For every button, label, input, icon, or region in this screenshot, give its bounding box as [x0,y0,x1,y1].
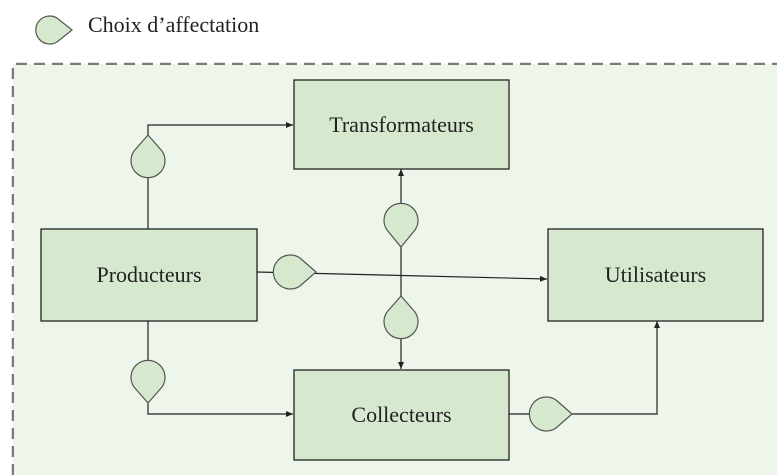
choice-drop-collecteurs-utilisateurs [528,396,573,432]
choice-drop-producteurs-collecteurs [130,359,166,404]
legend-label: Choix d’affectation [88,12,260,37]
node-producteurs [40,228,258,322]
edge-producteurs-collecteurs [147,321,293,417]
choice-drop-collecteurs [383,295,419,340]
choice-drop-producteurs-transformateurs [130,134,166,179]
legend-drop-icon [35,15,73,45]
choice-drop-producteurs-utilisateurs [272,254,317,290]
choice-drop-transformateurs [383,202,419,248]
node-utilisateurs [547,228,764,322]
node-transformateurs [293,79,510,170]
edge-producteurs-transformateurs [147,122,293,229]
node-collecteurs [293,369,510,461]
